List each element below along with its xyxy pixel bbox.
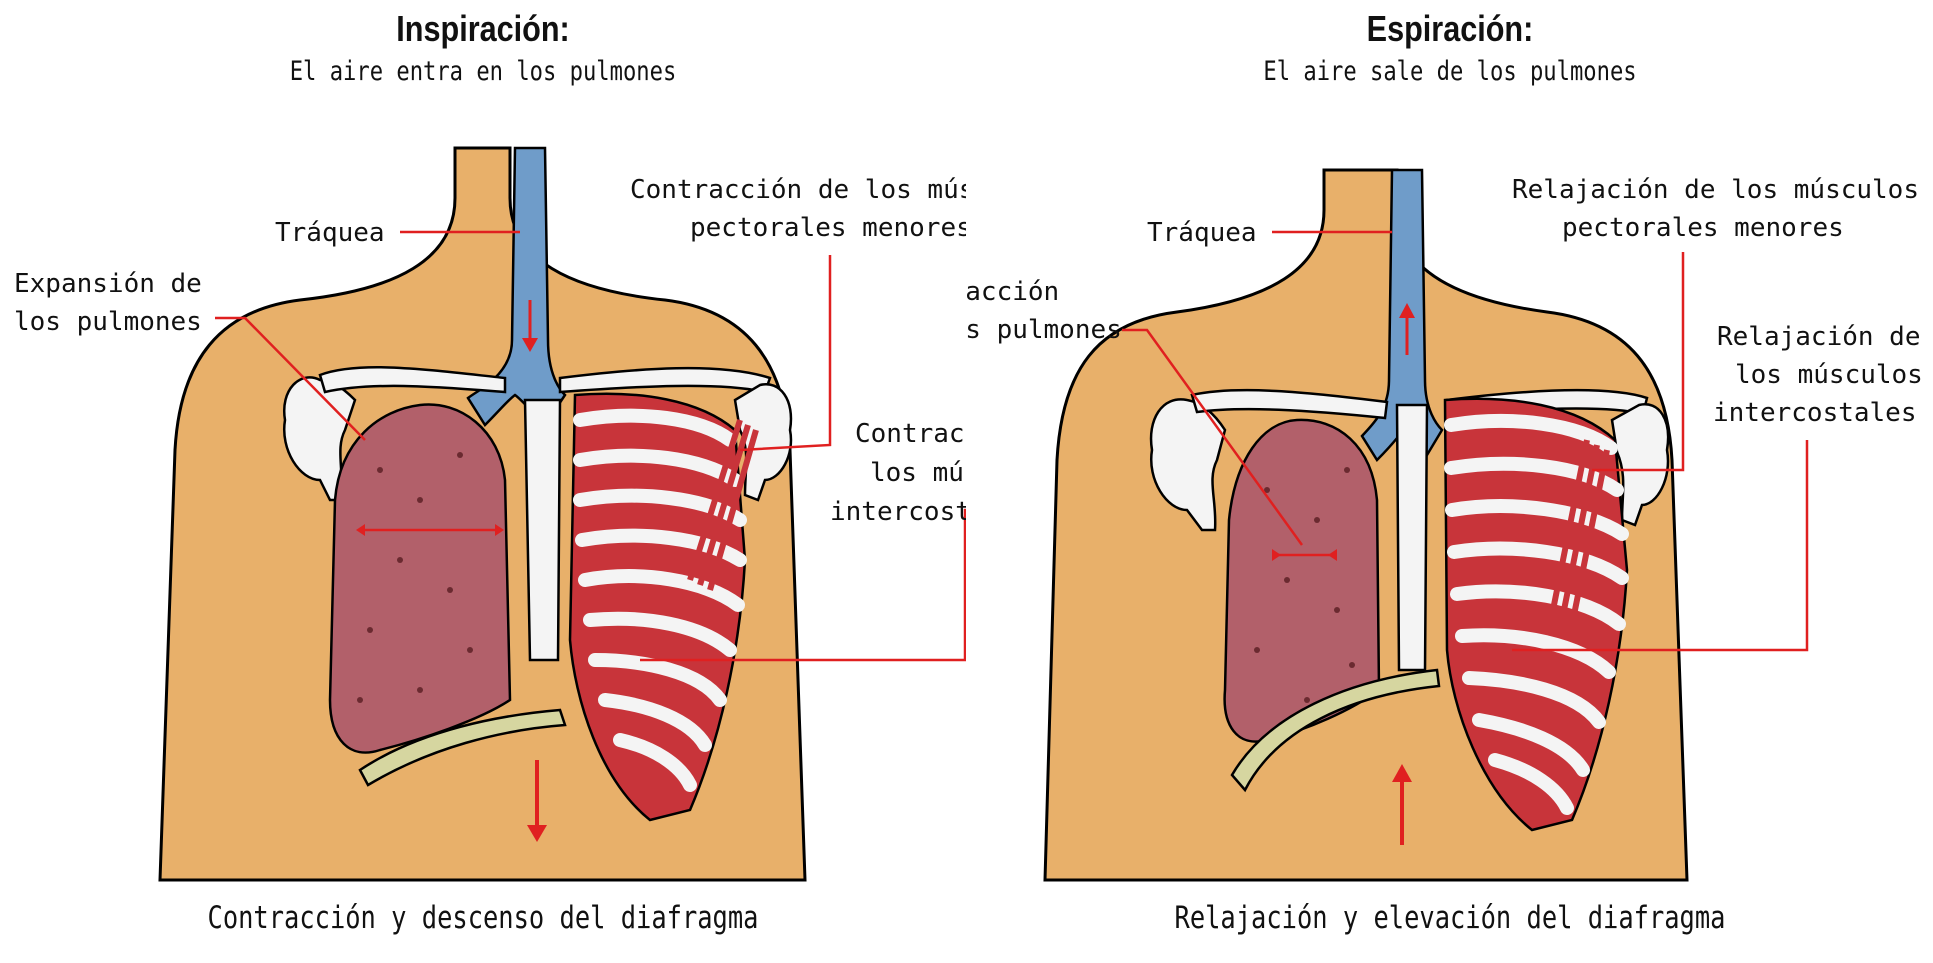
label-intercostal-line2: los músculos — [870, 458, 966, 488]
label-pectoral-line1: Contracción de los músculos — [630, 175, 966, 205]
left-lung — [330, 404, 510, 752]
label-pectoral-line1: Relajación de los músculos — [1512, 175, 1919, 205]
sternum — [525, 400, 560, 660]
expiration-caption: Relajación y elevación del diafragma — [1054, 900, 1846, 936]
label-lungs-line2: de los pulmones — [967, 315, 1122, 345]
label-intercostal-line3: intercostales — [1713, 398, 1917, 428]
label-intercostal-line3: intercostales — [830, 497, 966, 527]
label-trachea: Tráquea — [275, 218, 385, 248]
label-intercostal-line2: los músculos — [1735, 360, 1923, 390]
inspiration-caption: Contracción y descenso del diafragma — [87, 900, 879, 936]
label-pectoral-line2: pectorales menores — [1562, 213, 1844, 243]
inspiration-diagram: Tráquea Expansión de los pulmones Contra… — [0, 0, 966, 963]
sternum — [1397, 405, 1427, 670]
label-lungs-line1: Expansión de — [14, 269, 202, 299]
expiration-panel: Espiración: El aire sale de los pulmones — [967, 0, 1933, 963]
label-lungs-line2: los pulmones — [14, 307, 202, 337]
expiration-diagram: Tráquea Contracción de los pulmones Rela… — [967, 0, 1933, 963]
label-intercostal-line1: Contracción de — [855, 419, 966, 449]
label-intercostal-line1: Relajación de — [1717, 322, 1921, 352]
label-lungs-line1: Contracción — [967, 277, 1059, 307]
inspiration-panel: Inspiración: El aire entra en los pulmon… — [0, 0, 966, 963]
label-trachea: Tráquea — [1147, 218, 1257, 248]
label-pectoral-line2: pectorales menores — [690, 213, 966, 243]
